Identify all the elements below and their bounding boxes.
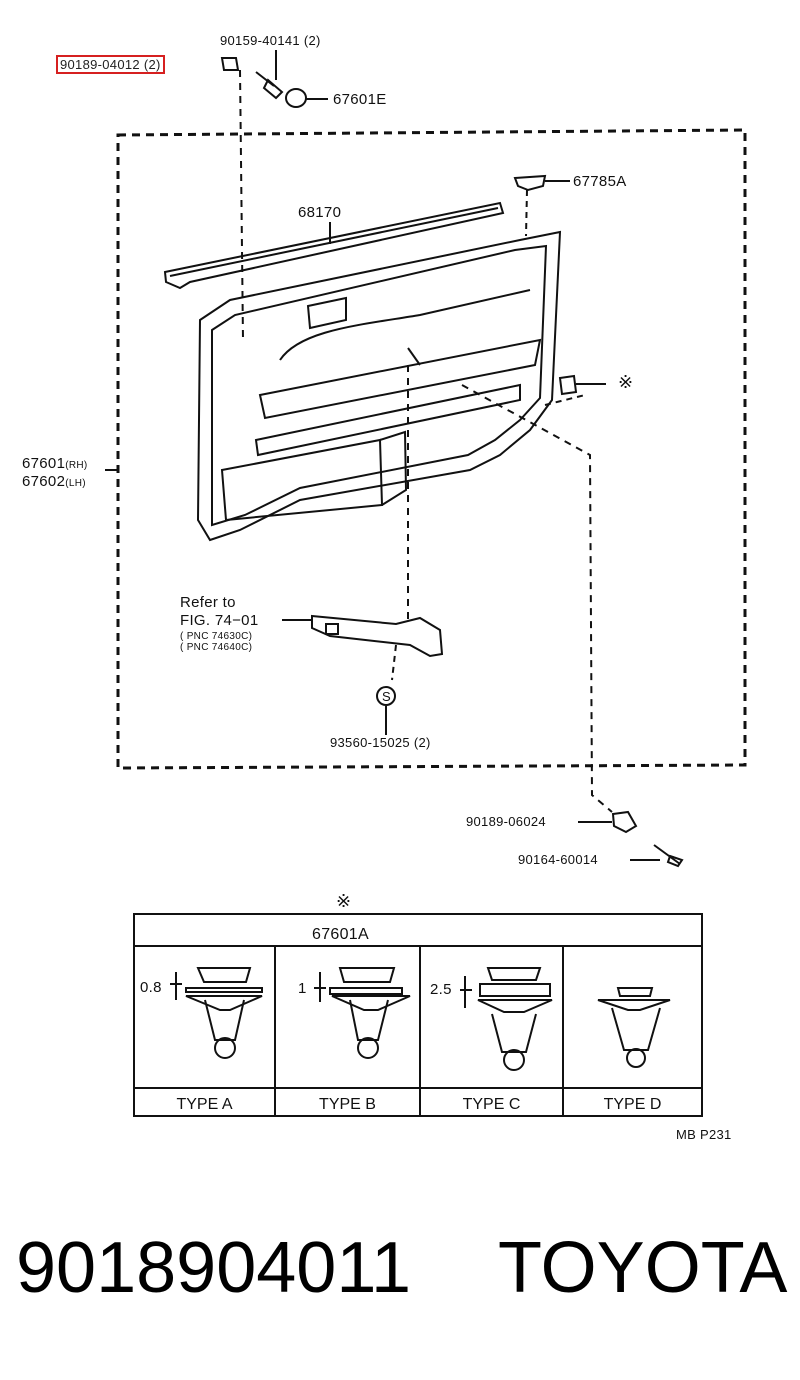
asterisk-mark: ※ [618, 372, 634, 392]
part-label-67601e[interactable]: 67601E [333, 91, 387, 108]
s-symbol-letter: S [382, 689, 391, 704]
part-label-90189-04012[interactable]: 90189-04012 (2) [56, 55, 165, 74]
screw-90164-60014 [630, 844, 684, 868]
moulding-68170 [163, 201, 505, 290]
part-label-90189-06024[interactable]: 90189-06024 [466, 814, 546, 829]
type-c-label: TYPE C [462, 1096, 521, 1113]
screw-90159-40141 [255, 50, 284, 100]
refer-label-line1: Refer to [180, 594, 236, 611]
part-label-67601-rh[interactable]: 67601(RH) [22, 456, 88, 471]
dim-label-2-5: 2.5 [430, 981, 452, 998]
cap-67601e [285, 88, 328, 108]
assembly-boundary [116, 128, 747, 770]
part-label-68170[interactable]: 68170 [298, 204, 342, 221]
clip-type-d-drawing [597, 987, 671, 1068]
type-d-label: TYPE D [603, 1096, 662, 1113]
clip-90189-04012 [220, 57, 240, 71]
assist-grip [282, 614, 444, 681]
rh-suffix: (RH) [65, 460, 88, 471]
bracket-67785a [513, 174, 570, 237]
pnc-label-2: ( PNC 74640C) [180, 642, 253, 653]
dim-label-1: 1 [298, 980, 307, 997]
part-label-90164-60014[interactable]: 90164-60014 [518, 852, 598, 867]
footer-brand: TOYOTA [498, 1228, 788, 1308]
pnc-label-1: ( PNC 74630C) [180, 631, 253, 642]
clip-type-table [133, 913, 703, 1117]
clip-type-b-drawing [314, 967, 411, 1059]
part-number-67602: 67602 [22, 473, 66, 490]
page-code: MB P231 [676, 1127, 732, 1142]
side-clip [558, 374, 606, 396]
screw-symbol-s [376, 686, 396, 735]
lh-suffix: (LH) [65, 478, 86, 489]
door-trim-panel [196, 230, 562, 542]
table-asterisk: ※ [336, 891, 352, 911]
clip-type-a-drawing [170, 967, 263, 1059]
footer-part-number: 9018904011 [16, 1228, 412, 1308]
refer-label-line2[interactable]: FIG. 74−01 [180, 612, 259, 629]
dim-label-0-8: 0.8 [140, 979, 162, 996]
part-label-67602-lh[interactable]: 67602(LH) [22, 474, 86, 489]
part-label-90159-40141[interactable]: 90159-40141 (2) [220, 33, 321, 48]
clip-type-c-drawing [460, 967, 553, 1071]
clip-90189-06024 [578, 810, 638, 834]
part-label-67785a[interactable]: 67785A [573, 173, 627, 190]
type-a-label: TYPE A [176, 1096, 233, 1113]
table-part-number[interactable]: 67601A [312, 926, 369, 943]
type-b-label: TYPE B [319, 1096, 376, 1113]
part-label-93560-15025[interactable]: 93560-15025 (2) [330, 735, 431, 750]
part-number-67601: 67601 [22, 455, 66, 472]
